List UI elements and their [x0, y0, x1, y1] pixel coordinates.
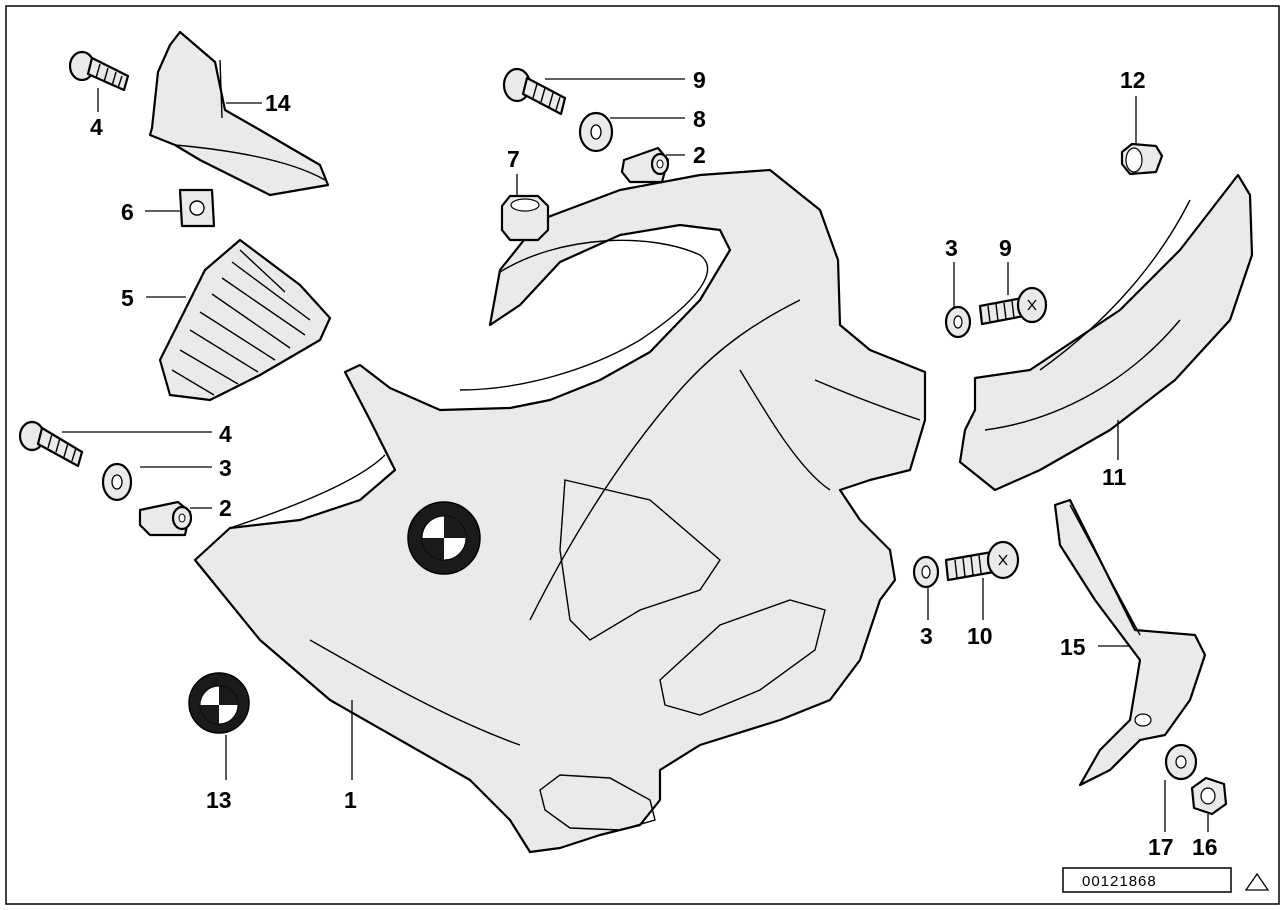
callout-14: 14	[265, 90, 291, 116]
callout-16: 16	[1192, 834, 1218, 860]
side-panel-part-11	[958, 173, 1254, 492]
callout-2-top: 2	[693, 142, 706, 168]
fairing-part-1	[193, 168, 927, 854]
grille-part-5	[158, 238, 332, 402]
bolt-part-4-lower	[18, 420, 84, 468]
bmw-emblem-on-fairing	[407, 501, 481, 575]
callout-9-right: 9	[999, 235, 1012, 261]
lower-panel-part-15	[1053, 498, 1207, 787]
clip-nut-part-6	[178, 188, 216, 228]
reference-number-box: 00121868	[1062, 867, 1232, 893]
callout-6: 6	[121, 199, 134, 225]
callout-10: 10	[967, 623, 993, 649]
callout-11: 11	[1102, 464, 1127, 490]
grommet-part-12	[1120, 142, 1164, 176]
callout-2-left: 2	[219, 495, 232, 521]
corner-triangle-icon	[1244, 872, 1270, 891]
callout-17: 17	[1148, 834, 1174, 860]
reference-number: 00121868	[1082, 873, 1157, 890]
callout-7: 7	[507, 146, 520, 172]
callout-labels: 4 14 6 5 4 3 2 9 8 2 7 12 3 9 11 3 10 15…	[90, 67, 1218, 860]
callout-3-left: 3	[219, 455, 232, 481]
callout-9-top: 9	[693, 67, 706, 93]
callout-5: 5	[121, 285, 134, 311]
callout-13: 13	[206, 787, 232, 813]
callout-3-right-bottom: 3	[920, 623, 933, 649]
leader-lines	[62, 78, 1209, 832]
bolt-part-4-upper	[68, 50, 130, 92]
grommet-part-7	[500, 194, 550, 242]
callout-4-lower: 4	[219, 421, 232, 447]
bolt-part-9-right	[978, 286, 1048, 326]
washer-part-3-right-bottom	[912, 555, 940, 589]
washer-part-3-left	[101, 462, 133, 502]
clip-part-2-top	[620, 146, 670, 184]
clip-part-2-left	[138, 500, 193, 537]
bolt-part-9-top	[502, 67, 567, 116]
bmw-emblem-part-13	[188, 672, 250, 734]
bolt-part-10	[944, 540, 1020, 582]
nut-part-16	[1190, 776, 1228, 816]
washer-part-8	[578, 111, 614, 153]
diagram-border	[5, 5, 1280, 905]
panel-part-14	[148, 30, 330, 197]
washer-part-3-right-top	[944, 305, 972, 339]
callout-12: 12	[1120, 67, 1146, 93]
callout-15: 15	[1060, 634, 1086, 660]
callout-3-right-top: 3	[945, 235, 958, 261]
callout-1: 1	[344, 787, 357, 813]
callout-8: 8	[693, 106, 706, 132]
washer-part-17	[1164, 743, 1198, 781]
callout-4-upper: 4	[90, 114, 103, 140]
